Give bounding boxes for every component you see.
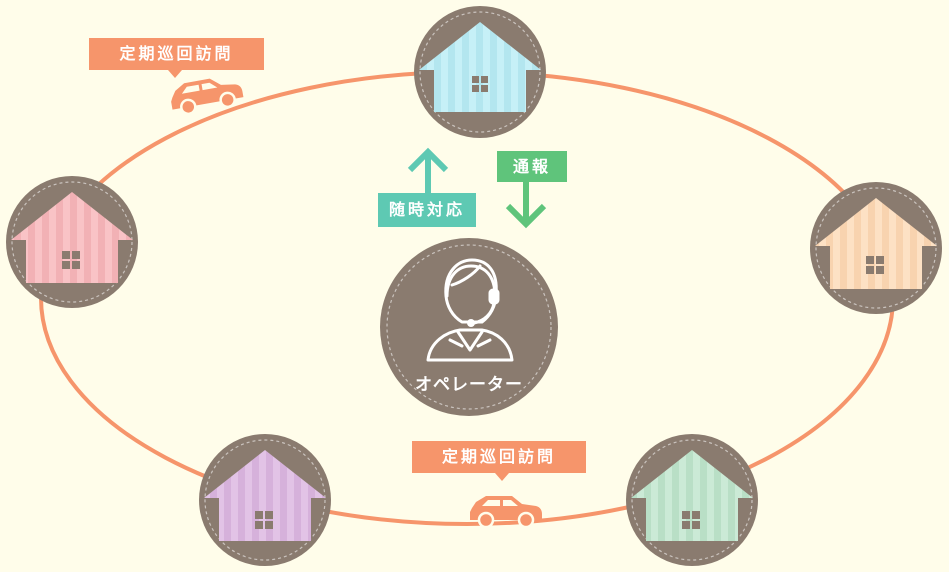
on-demand-label: 随時対応: [388, 200, 465, 219]
tag-pointer: [495, 473, 509, 481]
car-icon: [470, 496, 542, 529]
patrol-visit-label: 定期巡回訪問: [441, 447, 556, 466]
house-left: [6, 176, 138, 308]
report-tag: 通報: [497, 151, 567, 182]
report-label: 通報: [512, 157, 551, 176]
house-bottom-left: [199, 434, 331, 566]
window-icon: [255, 511, 273, 529]
tag-pointer: [168, 70, 182, 78]
house-top: [414, 6, 546, 138]
report-arrow: [505, 182, 547, 229]
house-bottom-right: [626, 434, 758, 566]
window-icon: [682, 511, 700, 529]
window-icon: [472, 76, 488, 92]
window-icon: [866, 256, 884, 274]
operator-label: オペレーター: [415, 375, 523, 395]
car-icon: [171, 78, 244, 116]
patrol-visit-label: 定期巡回訪問: [119, 44, 234, 63]
patrol-visit-tag-bottom: 定期巡回訪問: [412, 441, 586, 473]
house-right: [810, 182, 942, 314]
operator-headset-icon: [426, 258, 514, 362]
window-icon: [62, 251, 80, 269]
on-demand-arrow: [407, 147, 449, 195]
on-demand-tag: 随時対応: [378, 193, 476, 227]
patrol-visit-tag-top: 定期巡回訪問: [89, 38, 264, 70]
operator-node: [380, 238, 558, 416]
